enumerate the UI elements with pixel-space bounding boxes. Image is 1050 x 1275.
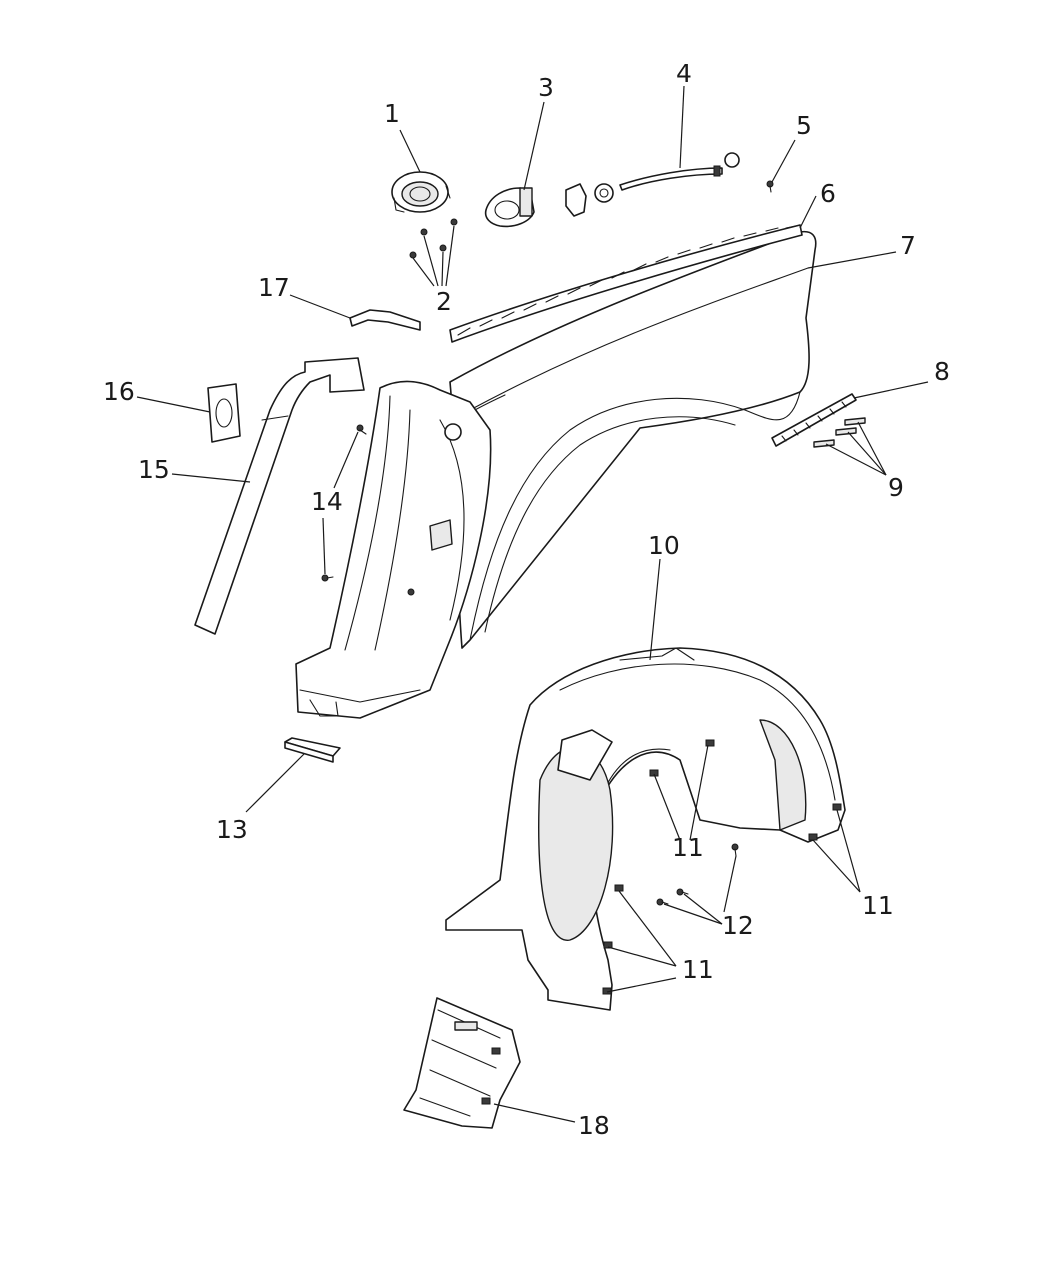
wheelhouse-liner [445,647,846,1011]
fuel-door [484,187,535,228]
callout-11c: 11 [682,955,714,984]
callout-9: 9 [888,473,904,502]
callout-8: 8 [934,357,950,386]
callout-labels: 1 2 3 4 5 6 7 8 9 10 11 11 11 12 13 14 1… [103,59,950,1140]
callout-1: 1 [384,99,400,128]
callout-6: 6 [820,179,836,208]
fuel-filler-tether [565,152,740,217]
screws-14 [321,424,367,582]
callout-14: 14 [311,487,343,516]
quarter-panel [449,230,817,649]
callout-12: 12 [722,911,754,940]
inner-wheelhouse-panel [295,380,492,719]
screws-12 [656,843,739,906]
callout-11b: 11 [862,891,894,920]
callout-3: 3 [538,73,554,102]
callout-7: 7 [900,231,916,260]
screw-5 [766,180,774,193]
trim-strip [449,224,803,343]
callout-10: 10 [648,531,680,560]
callout-16: 16 [103,377,135,406]
seal-strip [349,309,421,331]
callout-4: 4 [676,59,692,88]
wheel-opening-seal [194,357,365,635]
callout-13: 13 [216,815,248,844]
foam-pad [207,383,241,443]
callout-11a: 11 [672,833,704,862]
fuel-door-screws [409,218,458,259]
foam-block [284,737,341,763]
leader-lines [136,85,929,1123]
callout-2: 2 [436,287,452,316]
clips-11 [602,739,842,995]
bracket-8 [771,393,857,447]
push-pins [813,417,866,448]
callout-5: 5 [796,111,812,140]
callout-15: 15 [138,455,170,484]
callout-18: 18 [578,1111,610,1140]
fuel-door-housing [391,171,451,213]
callout-17: 17 [258,273,290,302]
splash-shield [403,997,521,1129]
